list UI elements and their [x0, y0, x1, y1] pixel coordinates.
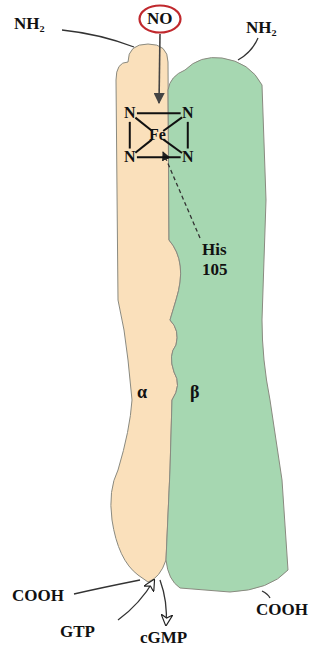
residue-label: His 105 [202, 240, 246, 279]
substrate-label: GTP [60, 622, 95, 642]
heme-group: N N N N Fe [122, 104, 196, 170]
binding-arrow [159, 34, 160, 103]
leader-line [62, 30, 134, 47]
nitrogen-atom: N [182, 104, 194, 122]
terminus-label: COOH [12, 586, 64, 606]
leader-line [160, 580, 166, 625]
nitrogen-atom: N [124, 148, 136, 166]
terminus-label: NH₂ [246, 18, 277, 38]
beta-subunit: β [160, 52, 295, 597]
iron-atom: Fe [149, 126, 166, 144]
product-label: cGMP [140, 628, 187, 648]
nitrogen-atom: N [124, 104, 136, 122]
leader-line [238, 38, 258, 60]
terminus-label: NH₂ [14, 14, 45, 34]
leader-line [74, 580, 140, 594]
terminus-label: COOH [256, 600, 308, 620]
subunit-name: α [137, 382, 147, 403]
no-circle: NO [138, 4, 182, 34]
leader-line [262, 591, 270, 598]
leader-line [163, 152, 200, 238]
subunit-outline [160, 52, 295, 597]
subunit-name: β [190, 382, 199, 403]
nitrogen-atom: N [182, 148, 194, 166]
molecule-name: NO [147, 9, 173, 29]
leader-line [118, 580, 154, 620]
